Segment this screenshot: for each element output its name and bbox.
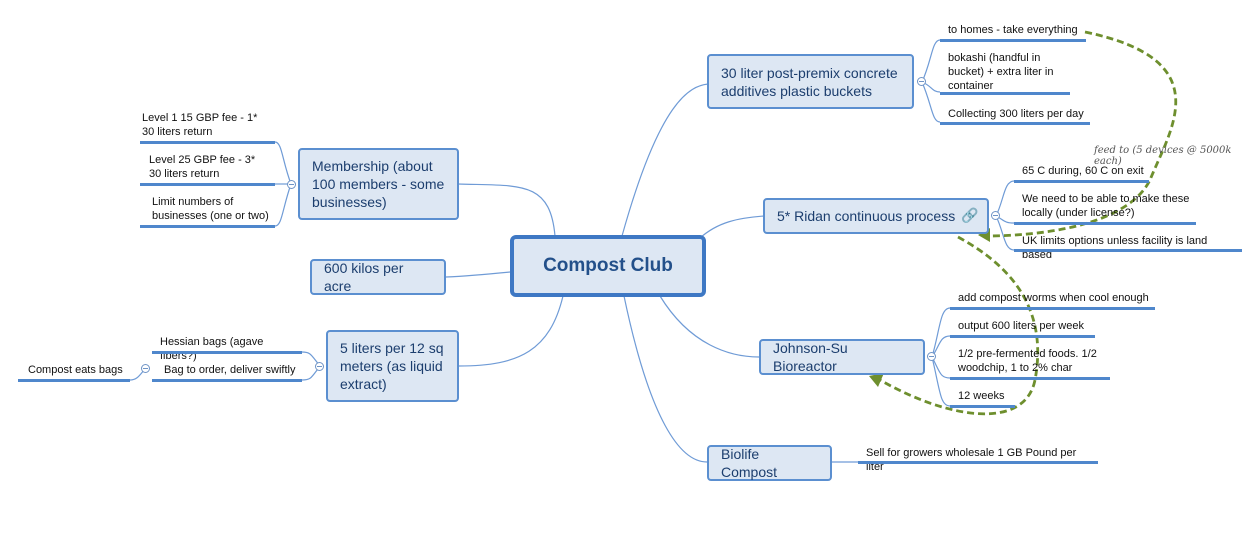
leaf-underline (1014, 180, 1149, 183)
leaf-item[interactable]: output 600 liters per week (958, 320, 1084, 332)
leaf-item[interactable]: 12 weeks (958, 390, 1005, 402)
leaf-underline (950, 377, 1110, 380)
leaf-item[interactable]: 1/2 pre-fermented foods. 1/2 woodchip, 1… (958, 348, 1097, 374)
leaf-underline (940, 39, 1086, 42)
leaf-item[interactable]: 65 C during, 60 C on exit (1022, 165, 1144, 177)
leaf-item[interactable]: add compost worms when cool enough (958, 292, 1149, 304)
leaf-underline (1014, 249, 1242, 252)
leaf-underline (140, 141, 275, 144)
leaf-underline (140, 225, 275, 228)
collapse-toggle-icon[interactable] (927, 352, 936, 361)
leaf-item[interactable]: Bag to order, deliver swiftly (164, 364, 296, 376)
leaf-item[interactable]: Level 1 15 GBP fee - 1* 30 liters return (142, 112, 258, 138)
leaf-underline (858, 461, 1098, 464)
topic-label: Biolife Compost (721, 446, 778, 480)
link-icon[interactable]: 🔗 (961, 207, 979, 223)
leaf-item[interactable]: UK limits options unless facility is lan… (1022, 235, 1208, 261)
topic-biolife[interactable]: Biolife Compost (707, 445, 832, 481)
topic-label: Johnson-Su Bioreactor (773, 340, 848, 374)
leaf-underline (1014, 222, 1196, 225)
leaf-underline (940, 92, 1070, 95)
leaf-underline (152, 351, 302, 354)
leaf-underline (152, 379, 302, 382)
leaf-underline (950, 307, 1155, 310)
topic-johnson-su[interactable]: Johnson-Su Bioreactor (759, 339, 925, 375)
topic-label: 5 liters per 12 sq meters (as liquid ext… (340, 340, 444, 392)
topic-buckets[interactable]: 30 liter post-premix concrete additives … (707, 54, 914, 109)
topic-label: Membership (about 100 members - some bus… (312, 158, 445, 210)
topic-label: 600 kilos per acre (324, 260, 404, 294)
leaf-underline (18, 379, 130, 382)
leaf-underline (950, 405, 1015, 408)
leaf-item[interactable]: Hessian bags (agave fibers?) (160, 336, 264, 362)
leaf-item[interactable]: We need to be able to make these locally… (1022, 193, 1190, 219)
leaf-underline (950, 335, 1095, 338)
topic-kilos-per-acre[interactable]: 600 kilos per acre (310, 259, 446, 295)
topic-ridan[interactable]: 5* Ridan continuous process (763, 198, 989, 234)
leaf-item[interactable]: bokashi (handful in bucket) + extra lite… (948, 52, 1054, 92)
collapse-toggle-icon[interactable] (141, 364, 150, 373)
topic-liters-per-sqm[interactable]: 5 liters per 12 sq meters (as liquid ext… (326, 330, 459, 402)
collapse-toggle-icon[interactable] (917, 77, 926, 86)
leaf-underline (940, 122, 1090, 125)
collapse-toggle-icon[interactable] (287, 180, 296, 189)
collapse-toggle-icon[interactable] (315, 362, 324, 371)
leaf-item[interactable]: Collecting 300 liters per day (948, 108, 1084, 120)
leaf-item[interactable]: Compost eats bags (28, 364, 123, 376)
leaf-item[interactable]: to homes - take everything (948, 24, 1078, 36)
leaf-item[interactable]: Limit numbers of businesses (one or two) (152, 196, 269, 222)
leaf-underline (140, 183, 275, 186)
leaf-item[interactable]: Level 25 GBP fee - 3* 30 liters return (149, 154, 256, 180)
relationship-label[interactable]: feed to (5 devices @ 5000k each) (1094, 145, 1232, 167)
leaf-item[interactable]: Sell for growers wholesale 1 GB Pound pe… (866, 447, 1077, 473)
topic-label: 30 liter post-premix concrete additives … (721, 64, 898, 99)
central-topic-label: Compost Club (543, 255, 673, 276)
topic-membership[interactable]: Membership (about 100 members - some bus… (298, 148, 459, 220)
topic-label: 5* Ridan continuous process (777, 208, 956, 224)
collapse-toggle-icon[interactable] (991, 211, 1000, 220)
central-topic[interactable]: Compost Club (510, 235, 706, 297)
